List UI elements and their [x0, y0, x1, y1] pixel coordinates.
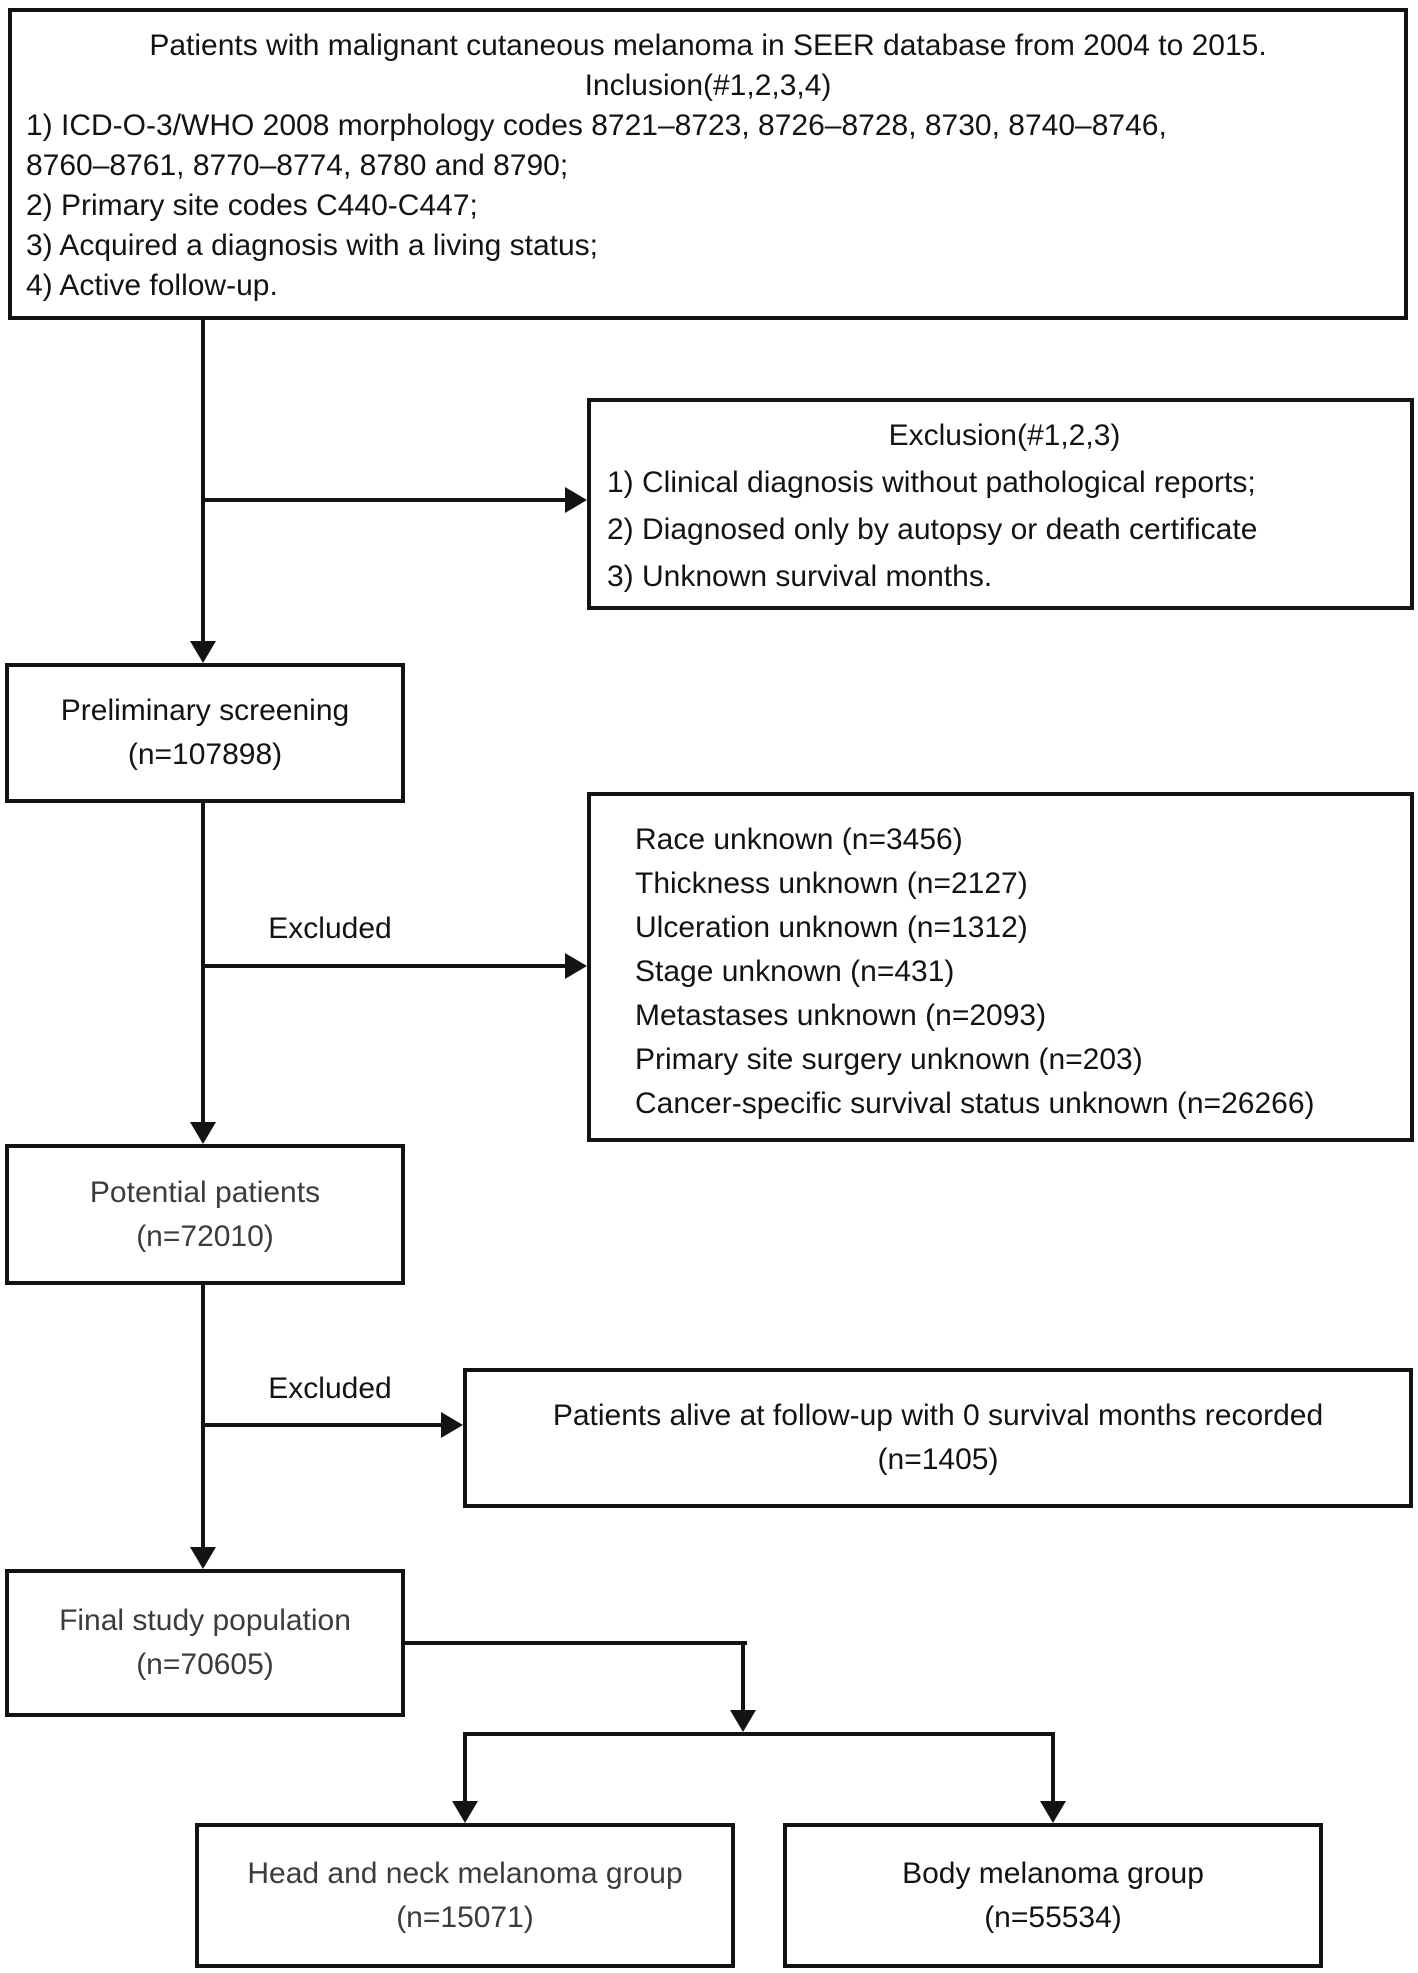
- potential-patients-box: Potential patients (n=72010): [5, 1144, 405, 1285]
- inclusion-title: Patients with malignant cutaneous melano…: [149, 29, 1267, 62]
- connector-to-alive-box: [203, 1423, 445, 1427]
- potential-count: (n=72010): [136, 1219, 274, 1253]
- excluded-reason-survival-status: Cancer-specific survival status unknown …: [635, 1087, 1315, 1120]
- excluded-reason-stage: Stage unknown (n=431): [635, 955, 955, 988]
- arrowhead-into-potential: [190, 1122, 216, 1144]
- arrowhead-into-head-neck: [452, 1801, 478, 1823]
- final-count: (n=70605): [136, 1648, 274, 1681]
- inclusion-criteria-box: Patients with malignant cutaneous melano…: [8, 8, 1408, 320]
- inclusion-item-2: 2) Primary site codes C440-C447;: [26, 189, 478, 222]
- connector-to-excluded-reasons: [203, 964, 569, 968]
- arrowhead-into-exclusion: [565, 487, 587, 513]
- inclusion-item-3: 3) Acquired a diagnosis with a living st…: [26, 229, 598, 262]
- head-neck-count: (n=15071): [396, 1900, 534, 1934]
- excluded-reason-race: Race unknown (n=3456): [635, 823, 963, 856]
- preliminary-label: Preliminary screening: [60, 694, 350, 727]
- body-group-box: Body melanoma group (n=55534): [783, 1823, 1323, 1968]
- preliminary-count: (n=107898): [127, 738, 283, 771]
- inclusion-item-1: 1) ICD-O-3/WHO 2008 morphology codes 872…: [26, 109, 1167, 142]
- alive-box-text: Patients alive at follow-up with 0 survi…: [552, 1399, 1324, 1432]
- connector-split-right-down: [1051, 1732, 1055, 1802]
- exclusion-item-2: 2) Diagnosed only by autopsy or death ce…: [607, 513, 1258, 546]
- connector-to-exclusion: [203, 498, 569, 502]
- exclusion-title: Exclusion(#1,2,3): [888, 419, 1121, 452]
- excluded-label-1: Excluded: [268, 912, 392, 945]
- inclusion-subtitle: Inclusion(#1,2,3,4): [584, 69, 832, 102]
- exclusion-item-3: 3) Unknown survival months.: [607, 560, 993, 593]
- alive-box-count: (n=1405): [877, 1443, 999, 1476]
- body-count: (n=55534): [984, 1900, 1122, 1934]
- excluded-reason-ulceration: Ulceration unknown (n=1312): [635, 911, 1028, 944]
- final-population-box: Final study population (n=70605): [5, 1569, 405, 1717]
- connector-top-to-preliminary: [201, 318, 205, 643]
- head-neck-label: Head and neck melanoma group: [247, 1856, 683, 1890]
- arrowhead-into-split-bar: [730, 1710, 756, 1732]
- inclusion-item-4: 4) Active follow-up.: [26, 269, 278, 302]
- arrowhead-into-final: [190, 1547, 216, 1569]
- excluded-reason-surgery: Primary site surgery unknown (n=203): [635, 1043, 1143, 1076]
- potential-label: Potential patients: [89, 1175, 321, 1209]
- alive-zero-survival-box: Patients alive at follow-up with 0 survi…: [463, 1368, 1413, 1508]
- arrowhead-into-preliminary: [190, 641, 216, 663]
- connector-final-right: [405, 1641, 747, 1645]
- arrowhead-into-body: [1040, 1801, 1066, 1823]
- exclusion-item-1: 1) Clinical diagnosis without pathologic…: [607, 466, 1256, 499]
- exclusion-criteria-box: Exclusion(#1,2,3) 1) Clinical diagnosis …: [587, 398, 1414, 610]
- connector-split-left-down: [463, 1732, 467, 1802]
- body-label: Body melanoma group: [902, 1856, 1204, 1890]
- preliminary-screening-box: Preliminary screening (n=107898): [5, 663, 405, 803]
- inclusion-item-1-cont: 8760–8761, 8770–8774, 8780 and 8790;: [26, 149, 569, 182]
- excluded-reasons-box: Race unknown (n=3456) Thickness unknown …: [587, 792, 1414, 1142]
- excluded-reason-thickness: Thickness unknown (n=2127): [635, 867, 1028, 900]
- excluded-label-2: Excluded: [268, 1372, 392, 1405]
- final-label: Final study population: [59, 1604, 351, 1637]
- excluded-reason-metastases: Metastases unknown (n=2093): [635, 999, 1047, 1032]
- head-neck-group-box: Head and neck melanoma group (n=15071): [195, 1823, 735, 1968]
- arrowhead-into-excluded-reasons: [565, 953, 587, 979]
- connector-final-down: [741, 1641, 745, 1712]
- split-bar: [463, 1732, 1055, 1736]
- connector-preliminary-to-potential: [201, 803, 205, 1124]
- arrowhead-into-alive-box: [441, 1412, 463, 1438]
- connector-potential-to-final: [201, 1285, 205, 1547]
